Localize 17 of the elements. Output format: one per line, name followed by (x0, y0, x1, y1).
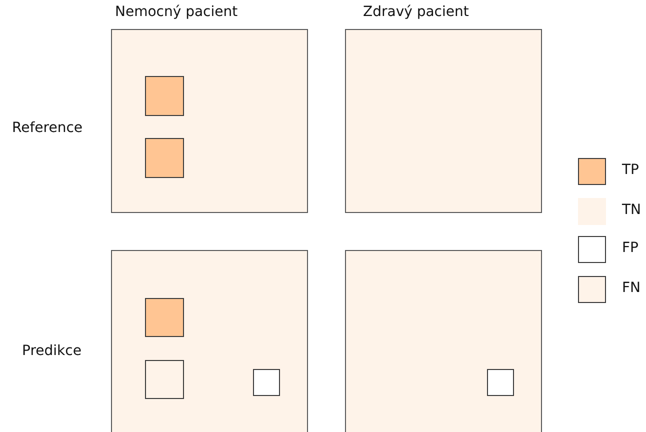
square-marker (145, 76, 184, 116)
square-marker (145, 298, 184, 337)
row-label: Predikce (22, 343, 82, 359)
square-marker (145, 138, 184, 178)
legend-label: FN (622, 280, 641, 296)
column-heading: Nemocný pacient (115, 4, 238, 20)
square-marker (253, 369, 280, 396)
legend-label: FP (622, 240, 638, 256)
panel (111, 250, 308, 432)
square-marker (487, 369, 514, 396)
panel (111, 29, 308, 213)
legend-label: TN (622, 202, 642, 218)
legend-label: TP (622, 162, 639, 178)
panel (345, 29, 542, 213)
square-marker (145, 360, 184, 399)
panel (345, 250, 542, 432)
row-label: Reference (12, 120, 82, 136)
